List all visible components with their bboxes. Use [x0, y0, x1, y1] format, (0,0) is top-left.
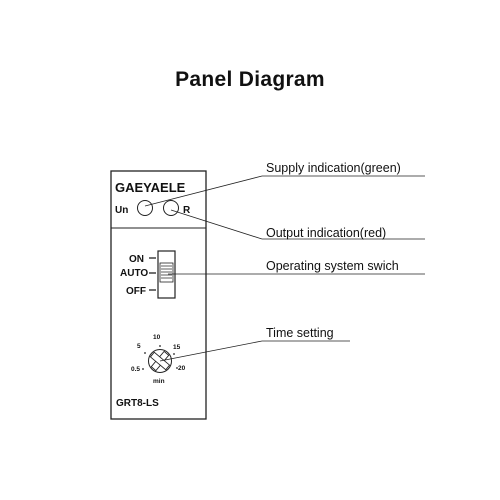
supply-callout-label: Supply indication(green)	[266, 161, 401, 175]
dial-label-20: 20	[178, 365, 186, 372]
dial-dot	[144, 352, 146, 354]
output-led-icon	[163, 200, 179, 216]
dial-dot	[176, 367, 178, 369]
output-leader-line	[170, 209, 263, 240]
switch-auto-label: AUTO	[120, 268, 148, 279]
time-dial[interactable]	[142, 345, 178, 375]
supply-leader-line	[144, 175, 263, 207]
time-callout-label: Time setting	[266, 326, 334, 340]
dial-dot	[173, 353, 175, 355]
brand-label: GAEYAELE	[115, 180, 186, 195]
indicator-un-label: Un	[115, 205, 128, 216]
dial-dot	[142, 368, 144, 370]
dial-label-0-5: 0.5	[131, 366, 140, 373]
dial-label-15: 15	[173, 344, 181, 351]
time-leader-line	[159, 340, 263, 362]
supply-led-icon	[137, 200, 153, 216]
mode-switch[interactable]	[157, 250, 176, 299]
page-title: Panel Diagram	[175, 68, 325, 91]
dial-unit-label: min	[153, 378, 165, 385]
indicator-r-label: R	[183, 205, 191, 216]
dial-dot	[159, 345, 161, 347]
switch-callout-label: Operating system swich	[266, 259, 399, 273]
model-label: GRT8-LS	[116, 398, 159, 409]
output-callout-label: Output indication(red)	[266, 226, 386, 240]
switch-lever[interactable]	[159, 262, 174, 283]
dial-label-5: 5	[137, 343, 141, 350]
switch-on-label: ON	[129, 254, 144, 265]
dial-label-10: 10	[153, 334, 161, 341]
switch-off-label: OFF	[126, 286, 146, 297]
